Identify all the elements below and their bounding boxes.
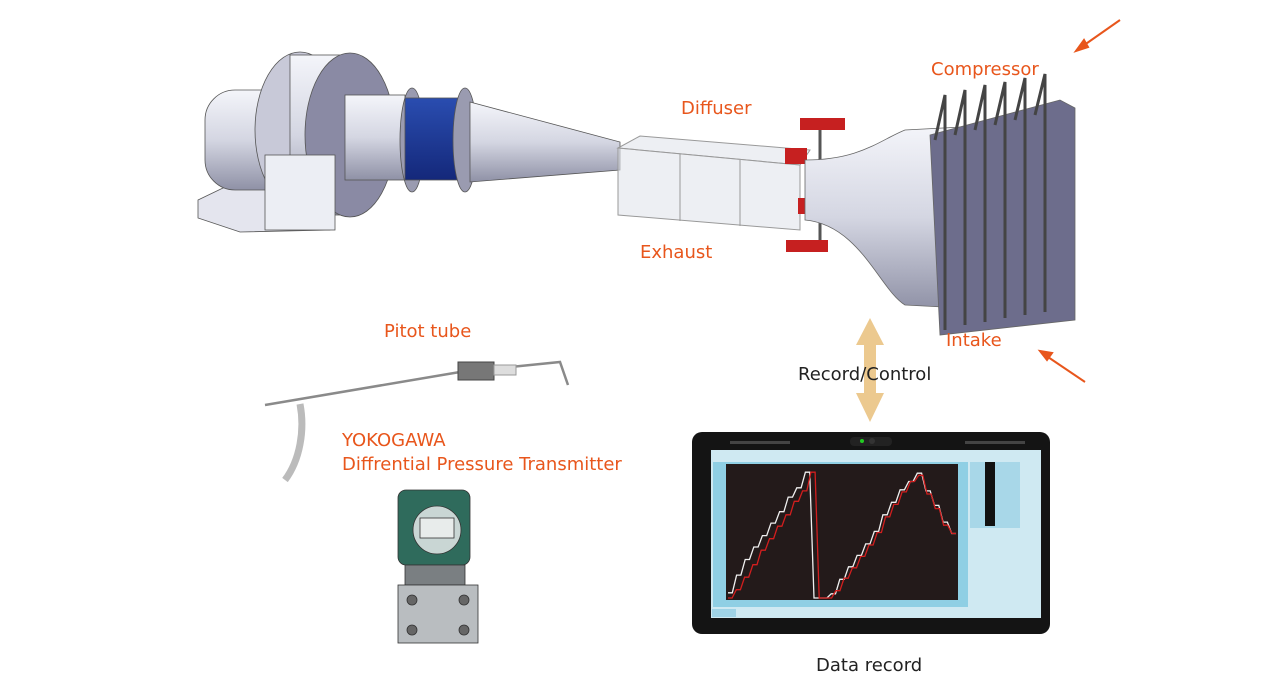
double-arrow-icon — [856, 318, 884, 422]
intake-contraction — [804, 73, 1076, 336]
label-intake: Intake — [946, 330, 1002, 351]
label-compressor: Compressor — [931, 59, 1039, 80]
screen-plot — [726, 464, 958, 600]
label-exhaust: Exhaust — [640, 242, 713, 263]
airflow-arrows — [1037, 19, 1121, 383]
fan-motor-assembly — [197, 51, 621, 233]
label-transmitter: Diffrential Pressure Transmitter — [342, 454, 622, 475]
screen-trace-white — [728, 471, 956, 599]
tablet-data-recorder — [692, 432, 1050, 634]
label-pitot-tube: Pitot tube — [384, 321, 472, 342]
label-record-control: Record/Control — [798, 364, 932, 385]
pressure-transmitter — [397, 489, 479, 644]
pitot-tube — [264, 360, 570, 483]
diffuser-section — [616, 135, 811, 231]
screen-trace-red — [728, 471, 956, 599]
label-data-record: Data record — [816, 655, 923, 676]
label-diffuser: Diffuser — [681, 98, 752, 119]
label-transmitter-brand: YOKOGAWA — [342, 430, 446, 451]
